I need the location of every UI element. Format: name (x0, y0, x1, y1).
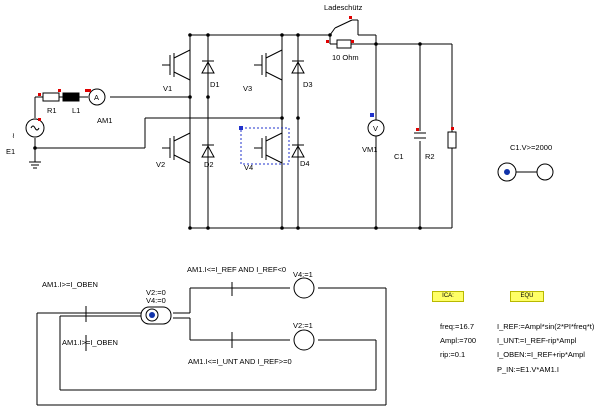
diode-d2[interactable] (201, 144, 215, 158)
svg-text:V: V (373, 124, 378, 133)
label-l1: L1 (72, 106, 80, 115)
action-v2: V2:=1 (293, 321, 313, 330)
cond-top: AM1.I<=I_REF AND I_REF<0 (187, 265, 286, 274)
label-v3: V3 (243, 84, 252, 93)
cond-upper: AM1.I>=I_OBEN (42, 280, 98, 289)
igbt-v1[interactable] (162, 49, 191, 81)
inductor-l1[interactable] (62, 92, 80, 102)
label-c1: C1 (394, 152, 404, 161)
label-ladeschuetz: Ladeschütz (324, 3, 363, 12)
label-r1: R1 (47, 106, 57, 115)
label-am1: AM1 (97, 116, 112, 125)
junctions (33, 33, 422, 230)
param-freq: freq:=16.7 (440, 322, 474, 331)
diode-d1[interactable] (201, 60, 215, 74)
label-v4: V4 (244, 163, 253, 172)
diode-d3[interactable] (291, 60, 305, 74)
svg-text:A: A (94, 93, 99, 102)
label-d1: D1 (210, 80, 220, 89)
state-init-v2: V2:=0 (146, 288, 166, 297)
ground-icon (29, 161, 41, 169)
power-wires (34, 19, 453, 229)
label-c1-init: C1.V>=2000 (510, 143, 552, 152)
initial-state[interactable] (140, 306, 172, 325)
selection-box-v4 (240, 127, 290, 165)
state-init-v4: V4:=0 (146, 296, 166, 305)
ammeter-am1[interactable] (88, 88, 106, 106)
equ-line-3: I_OBEN:=I_REF+rip*Ampl (497, 350, 585, 359)
param-rip: rip:=0.1 (440, 350, 466, 359)
cond-left: AM1.I>=I_OBEN (62, 338, 118, 347)
voltmeter-vm1[interactable] (367, 119, 385, 137)
label-vm1: VM1 (362, 145, 377, 154)
label-d4: D4 (300, 159, 310, 168)
charging-resistor[interactable] (336, 39, 352, 49)
cond-bottom: AM1.I<=I_UNT AND I_REF>=0 (188, 357, 292, 366)
equ-line-2: I_UNT:=I_REF-rip*Ampl (497, 336, 577, 345)
label-e1: E1 (6, 147, 15, 156)
action-v4: V4:=1 (293, 270, 313, 279)
equ-line-1: I_REF:=Ampl*sin(2*PI*freq*t) (497, 322, 595, 331)
label-r2: R2 (425, 152, 435, 161)
svg-text:≀: ≀ (12, 131, 15, 140)
igbt-v2[interactable] (162, 132, 191, 164)
diode-d4[interactable] (291, 144, 305, 158)
capacitor-c1[interactable] (412, 131, 428, 141)
label-d3: D3 (303, 80, 313, 89)
label-r-charge: 10 Ohm (332, 53, 359, 62)
state-v2-on[interactable] (293, 329, 315, 351)
param-ampl: Ampl:=700 (440, 336, 477, 345)
igbt-v3[interactable] (254, 49, 283, 81)
state-v4-on[interactable] (293, 277, 315, 299)
resistor-r2[interactable] (447, 131, 457, 149)
label-v2: V2 (156, 160, 165, 169)
resistor-r1[interactable] (42, 92, 60, 102)
equ-line-4: P_IN:=E1.V*AM1.I (497, 365, 559, 374)
c1-initial-state[interactable] (497, 162, 554, 182)
state-machine-wires (36, 287, 387, 406)
label-d2: D2 (204, 160, 214, 169)
label-v1: V1 (163, 84, 172, 93)
igbt-v4[interactable] (254, 132, 283, 164)
ica-panel-header[interactable]: ICA: (432, 291, 464, 302)
equ-panel-header[interactable]: EQU (510, 291, 544, 302)
